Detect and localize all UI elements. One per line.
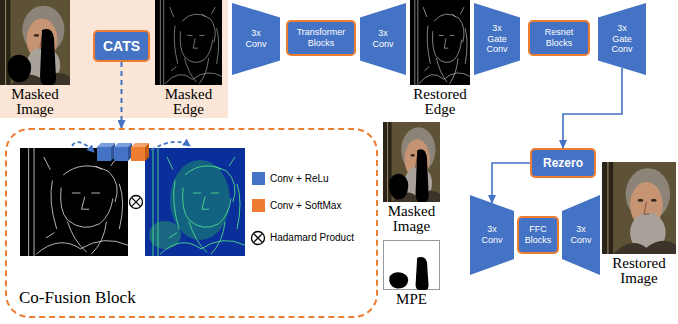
feature-patch	[149, 221, 181, 249]
image-caption: Masked Image	[0, 87, 70, 117]
encoder-trapezoid: 3x Gate Conv	[474, 3, 520, 75]
decoder-trapezoid: 3x Conv	[360, 3, 406, 75]
box-label: Resnet Blocks	[534, 27, 584, 49]
trapezoid-shape	[474, 3, 520, 75]
dashed-arrow	[121, 62, 123, 128]
process-box: Resnet Blocks	[528, 20, 590, 56]
flow-arrow	[563, 68, 622, 148]
legend-swatch	[252, 172, 265, 185]
legend-text: Conv + SoftMax	[270, 199, 341, 213]
box-label: 3x Gate Conv	[483, 23, 511, 55]
image-panel: MPE	[383, 240, 440, 290]
cube-front	[97, 147, 111, 161]
input-panel	[0, 0, 228, 118]
trapezoid-shape	[598, 3, 646, 75]
box-label: CATS	[103, 38, 140, 55]
box-label: 3x Conv	[369, 28, 397, 50]
process-box: FFC Blocks	[517, 216, 559, 254]
decoder-trapezoid: 3x Gate Conv	[598, 3, 646, 75]
image-panel: Masked Image	[383, 122, 440, 202]
edge-map-lines	[160, 0, 222, 85]
box-label: Rezero	[543, 156, 583, 170]
box-label: 3x Conv	[478, 224, 506, 246]
box-label: 3x Conv	[242, 28, 270, 50]
box-label: FFC Blocks	[522, 224, 554, 246]
masked-photo	[0, 0, 70, 85]
encoder-trapezoid: 3x Conv	[470, 195, 514, 275]
flow-arrow	[492, 163, 530, 203]
trapezoid-shape	[470, 195, 514, 275]
encoder-trapezoid: 3x Conv	[232, 3, 280, 75]
box-label: 3x Conv	[567, 224, 595, 246]
image-caption: Restored Edge	[410, 87, 470, 117]
module-region: Co-Fusion Block	[5, 128, 378, 318]
cube-side	[145, 143, 149, 161]
edge-map	[410, 0, 470, 85]
conv-cubes	[97, 143, 149, 161]
decoder-trapezoid: 3x Conv	[562, 195, 600, 275]
box-label: 3x Gate Conv	[608, 23, 636, 55]
dashed-arrow	[151, 142, 190, 150]
trapezoid-shape	[232, 3, 280, 75]
legend-hadamard-symbol	[252, 232, 265, 245]
edge-map-lines	[415, 0, 470, 85]
legend-hadamard-cross	[253, 233, 262, 242]
feature-map	[145, 148, 245, 256]
hadamard-symbol	[130, 196, 143, 209]
edge-map-lines	[29, 148, 128, 256]
image-panel: Masked Image	[0, 0, 70, 85]
image-panel: Restored Edge	[410, 0, 470, 85]
box-label: Transformer Blocks	[292, 27, 350, 49]
image-caption: MPE	[383, 292, 440, 307]
restored-photo	[602, 162, 676, 254]
image-panel: Masked Edge	[155, 0, 222, 85]
image-panel: Restored Image	[602, 162, 676, 254]
region-title: Co-Fusion Block	[19, 289, 136, 308]
legend-text: Hadamard Product	[270, 231, 354, 245]
mask	[8, 29, 56, 86]
process-box: Transformer Blocks	[286, 20, 356, 56]
mask	[389, 257, 428, 291]
hadamard-cross	[131, 197, 140, 206]
masked-photo	[383, 122, 440, 202]
image-caption: Masked Image	[383, 204, 440, 234]
legend-swatch	[252, 199, 265, 212]
trapezoid-shape	[360, 3, 406, 75]
feature-lines	[153, 148, 245, 256]
edge-map	[20, 148, 128, 256]
image-caption: Masked Edge	[155, 87, 222, 117]
process-box: Rezero	[530, 148, 596, 178]
dashed-arrow	[72, 142, 94, 152]
edge-map	[155, 0, 222, 85]
image-caption: Restored Image	[602, 256, 676, 286]
cube-front	[131, 147, 145, 161]
legend-text: Conv + ReLu	[270, 172, 329, 186]
mask	[389, 149, 428, 203]
trapezoid-shape	[562, 195, 600, 275]
process-box: CATS	[93, 30, 150, 62]
cube-front	[114, 147, 128, 161]
